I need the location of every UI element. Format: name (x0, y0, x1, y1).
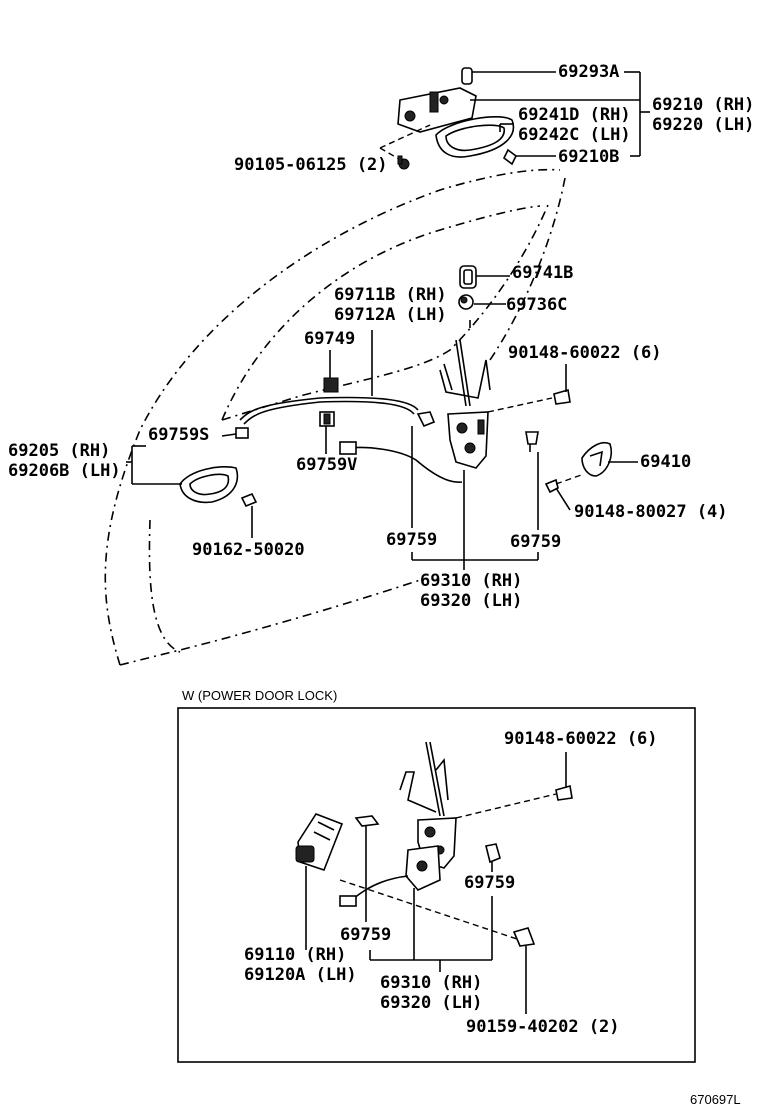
label-69749: 69749 (304, 329, 355, 349)
label-90148-80027: 90148-80027 (4) (574, 502, 728, 522)
label-69759s: 69759S (148, 425, 209, 445)
label-69759v: 69759V (296, 455, 357, 475)
label-69711b: 69711B (RH) (334, 285, 447, 305)
label-69293a: 69293A (558, 62, 619, 82)
inset-title: W (POWER DOOR LOCK) (182, 688, 337, 703)
figure-id: 670697L (690, 1092, 741, 1107)
inset-label-69310: 69310 (RH) (380, 973, 482, 993)
outside-handle-assembly (379, 67, 518, 170)
label-69206b: 69206B (LH) (8, 461, 121, 481)
lock-rods-and-cables (179, 265, 612, 508)
label-69736c: 69736C (506, 295, 567, 315)
label-69241d: 69241D (RH) (518, 105, 631, 125)
label-69210b: 69210B (558, 147, 619, 167)
inset-frame (177, 707, 696, 1063)
door-outline (104, 168, 566, 666)
inset-label-90148: 90148-60022 (6) (504, 729, 658, 749)
label-69741b: 69741B (512, 263, 573, 283)
label-69220: 69220 (LH) (652, 115, 754, 135)
inset-leaders (305, 752, 567, 1014)
inset-parts (295, 741, 573, 947)
inset-label-69110: 69110 (RH) (244, 945, 346, 965)
label-90105: 90105-06125 (2) (234, 155, 388, 175)
leaders-middle (126, 275, 638, 570)
label-69205: 69205 (RH) (8, 441, 110, 461)
leaders-top (470, 71, 650, 157)
label-69410: 69410 (640, 452, 691, 472)
label-69712a: 69712A (LH) (334, 305, 447, 325)
label-69242c: 69242C (LH) (518, 125, 631, 145)
label-69210: 69210 (RH) (652, 95, 754, 115)
main-labels: 69293A 69210 (RH) 69220 (LH) 69241D (RH)… (8, 62, 754, 611)
inset-label-69759-right: 69759 (464, 873, 515, 893)
label-69759-left: 69759 (386, 530, 437, 550)
inset-label-69120a: 69120A (LH) (244, 965, 357, 985)
label-69320: 69320 (LH) (420, 591, 522, 611)
label-69759-right: 69759 (510, 532, 561, 552)
inset-label-69759-left: 69759 (340, 925, 391, 945)
label-90162: 90162-50020 (192, 540, 305, 560)
label-90148-60022: 90148-60022 (6) (508, 343, 662, 363)
inset-labels: 90148-60022 (6) 69759 69759 69110 (RH) 6… (244, 729, 658, 1037)
label-69310: 69310 (RH) (420, 571, 522, 591)
inset-label-69320: 69320 (LH) (380, 993, 482, 1013)
inset-label-90159: 90159-40202 (2) (466, 1017, 620, 1037)
